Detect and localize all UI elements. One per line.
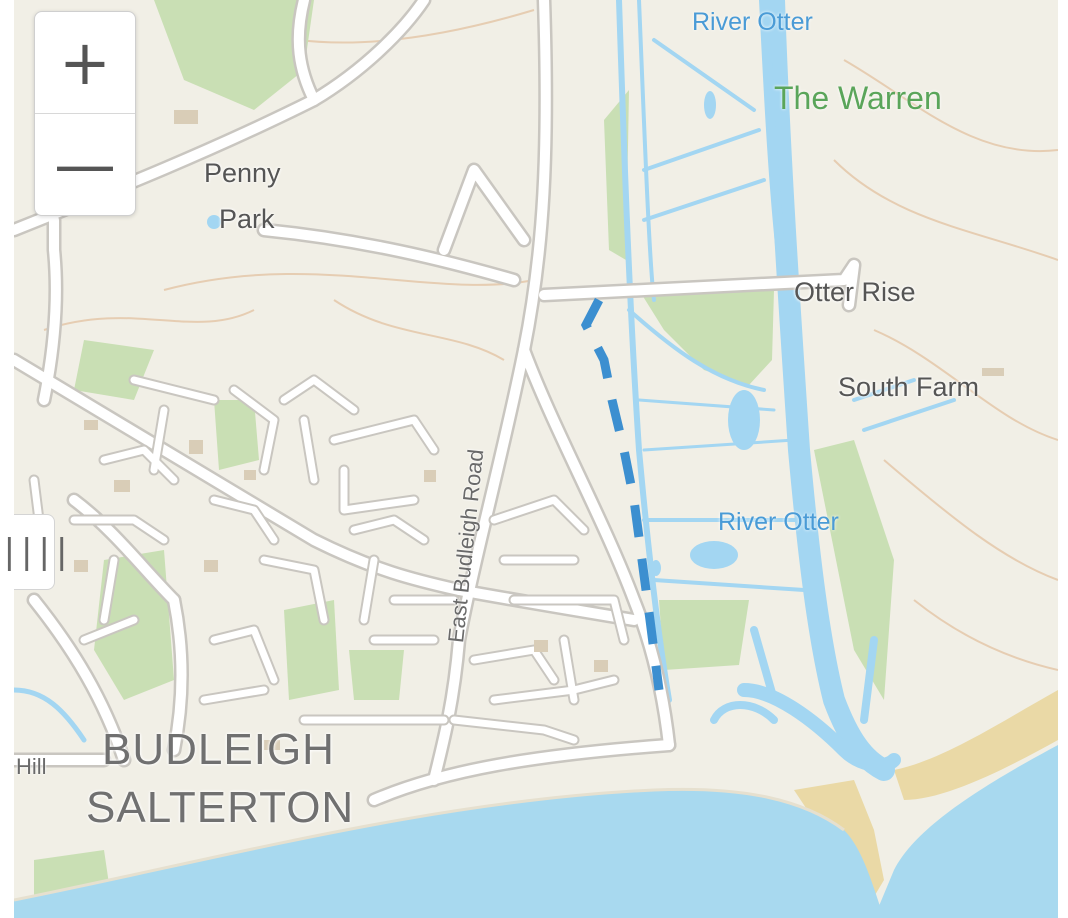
the-warren-label: The Warren bbox=[774, 80, 942, 116]
zoom-control: + — bbox=[34, 11, 136, 216]
budleigh-label: BUDLEIGH bbox=[102, 725, 335, 774]
penny-park-label-line2: Park bbox=[219, 204, 275, 234]
otter-rise-label: Otter Rise bbox=[794, 277, 916, 307]
drag-handle-icon: |||| bbox=[0, 532, 72, 572]
south-farm-label: South Farm bbox=[838, 372, 980, 402]
river-otter-label-north: River Otter bbox=[692, 8, 813, 36]
hill-label-fragment: Hill bbox=[16, 754, 47, 779]
map-layer bbox=[14, 0, 1058, 918]
zoom-out-button[interactable]: — bbox=[54, 128, 116, 201]
river-otter-label-south: River Otter bbox=[718, 508, 839, 536]
zoom-in-button[interactable]: + bbox=[35, 12, 135, 114]
salterton-label: SALTERTON bbox=[86, 783, 355, 832]
penny-park-label-line1: Penny bbox=[204, 158, 281, 188]
map-canvas[interactable]: River Otter The Warren Penny Park Otter … bbox=[14, 0, 1058, 918]
side-panel-handle[interactable]: |||| bbox=[0, 514, 72, 590]
